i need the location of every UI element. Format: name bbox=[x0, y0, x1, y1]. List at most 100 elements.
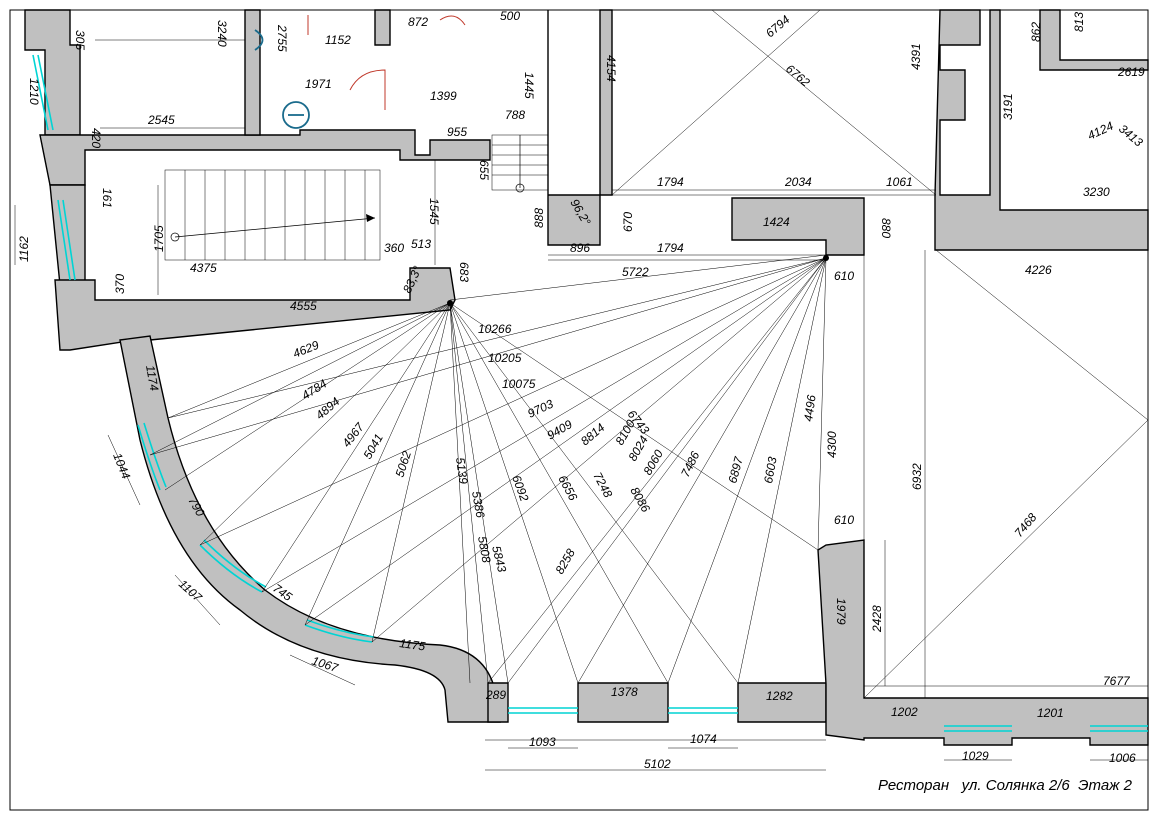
ray-label: 4894 bbox=[313, 394, 343, 422]
dim-label: 289 bbox=[485, 688, 506, 702]
dim-label: 955 bbox=[447, 125, 467, 139]
dim-label: 1174 bbox=[143, 364, 161, 392]
dim-label: 1210 bbox=[27, 78, 41, 105]
dim-label: 6932 bbox=[910, 463, 924, 490]
dim-label: 2545 bbox=[147, 113, 175, 127]
dim-label: 4375 bbox=[190, 261, 217, 275]
ray-label: 5062 bbox=[393, 449, 415, 479]
ray-label: 5386 bbox=[469, 490, 487, 519]
dim-label: 872 bbox=[408, 15, 428, 29]
dim-label: 1202 bbox=[891, 705, 918, 719]
dim-label: 1093 bbox=[529, 735, 556, 749]
dim-label: 1971 bbox=[305, 77, 332, 91]
dim-label: 2428 bbox=[870, 605, 884, 633]
dim-label: 1794 bbox=[657, 175, 684, 189]
ray-label: 6656 bbox=[555, 473, 580, 503]
dim-label: 2619 bbox=[1117, 65, 1145, 79]
dim-label: 161 bbox=[100, 188, 114, 208]
wall-bottom-a bbox=[577, 682, 669, 723]
dim-label: 5102 bbox=[644, 757, 671, 771]
sink-icon bbox=[254, 29, 310, 129]
column-center bbox=[731, 197, 865, 256]
ray-label: 9703 bbox=[525, 397, 555, 421]
survey-point-right bbox=[823, 255, 829, 261]
dim-label: 4124 bbox=[1085, 119, 1115, 143]
dim-label: 1282 bbox=[766, 689, 793, 703]
dimension-labels: 305 3240 2755 1152 872 500 1971 1399 144… bbox=[17, 9, 1146, 771]
dim-label: 3230 bbox=[1083, 185, 1110, 199]
dim-label: 1006 bbox=[1109, 751, 1136, 765]
dim-label: 888 bbox=[532, 208, 546, 228]
dim-label: 4226 bbox=[1025, 263, 1052, 277]
small-staircase bbox=[491, 134, 549, 193]
ray-label: 10205 bbox=[488, 351, 522, 365]
dim-label: 1545 bbox=[427, 198, 441, 225]
ray-label: 6897 bbox=[725, 454, 746, 485]
wall-bottom bbox=[487, 682, 509, 723]
dim-label: 813 bbox=[1072, 12, 1086, 32]
drawing-frame bbox=[9, 9, 1149, 811]
dim-label: 513 bbox=[411, 237, 431, 251]
dim-label: 4391 bbox=[909, 43, 923, 70]
dim-label: 1378 bbox=[611, 685, 638, 699]
dim-label: 3240 bbox=[215, 20, 229, 47]
ray-label: 10266 bbox=[478, 322, 512, 336]
ray-label: 5808 bbox=[475, 535, 493, 564]
dim-label: 305 bbox=[73, 30, 87, 50]
dim-label: 7677 bbox=[1103, 674, 1131, 688]
ray-label: 8258 bbox=[552, 546, 578, 576]
ray-label: 5139 bbox=[453, 456, 471, 485]
dim-label: 4154 bbox=[604, 55, 618, 82]
wall-room-top bbox=[374, 9, 391, 46]
dimension-lines bbox=[14, 39, 1148, 771]
dim-label: 2755 bbox=[275, 24, 289, 52]
dim-label: 1074 bbox=[690, 732, 717, 746]
dim-label: 1201 bbox=[1037, 706, 1064, 720]
dim-label: 896 bbox=[570, 241, 590, 255]
rays-right-origin bbox=[149, 257, 827, 684]
dim-label: 1399 bbox=[430, 89, 457, 103]
dim-label: 880 bbox=[879, 218, 893, 238]
walls bbox=[24, 9, 1149, 746]
ray-label: 4784 bbox=[299, 376, 329, 402]
dim-label: 1029 bbox=[962, 749, 989, 763]
dim-label: 655 bbox=[477, 160, 491, 180]
doors bbox=[307, 15, 466, 110]
wall-right-block bbox=[934, 9, 1149, 251]
dim-label: 1445 bbox=[522, 72, 536, 99]
dim-label: 1152 bbox=[325, 33, 351, 47]
wall-left bbox=[24, 9, 81, 136]
dim-label: 1162 bbox=[17, 236, 31, 262]
dim-label: 1705 bbox=[152, 225, 166, 252]
dim-label: 610 bbox=[834, 513, 854, 527]
ray-label: 4967 bbox=[339, 419, 367, 450]
ray-label: 10075 bbox=[502, 377, 536, 391]
dim-label: 6794 bbox=[763, 12, 793, 40]
main-staircase bbox=[164, 169, 381, 261]
dim-label: 1979 bbox=[834, 598, 848, 625]
dim-label: 370 bbox=[113, 274, 127, 294]
ray-label: 6603 bbox=[761, 455, 779, 484]
dim-label: 360 bbox=[384, 241, 404, 255]
dim-label: 1794 bbox=[657, 241, 684, 255]
drawing-caption: Ресторан ул. Солянка 2/6 Этаж 2 bbox=[877, 777, 1132, 794]
survey-lines bbox=[449, 9, 1149, 699]
dim-label: 6762 bbox=[783, 62, 813, 90]
dim-label: 862 bbox=[1029, 22, 1043, 42]
dim-label: 788 bbox=[505, 108, 525, 122]
dim-label: 610 bbox=[834, 269, 854, 283]
dim-label: 1061 bbox=[886, 175, 913, 189]
dim-label: 420 bbox=[89, 128, 103, 148]
windows bbox=[32, 54, 1148, 732]
ray-label: 7248 bbox=[590, 470, 615, 500]
ray-label: 4496 bbox=[801, 394, 819, 423]
ray-label: 4300 bbox=[825, 431, 839, 458]
dim-label: 3191 bbox=[1001, 93, 1015, 120]
dim-label: 7468 bbox=[1012, 510, 1040, 540]
survey-point-left bbox=[447, 300, 453, 306]
wall-left-lower bbox=[39, 129, 491, 186]
dim-label: 1175 bbox=[399, 636, 427, 654]
wall-right-pier bbox=[817, 539, 1149, 746]
wall-room-top-b bbox=[244, 9, 261, 136]
ray-label: 9409 bbox=[545, 417, 575, 443]
